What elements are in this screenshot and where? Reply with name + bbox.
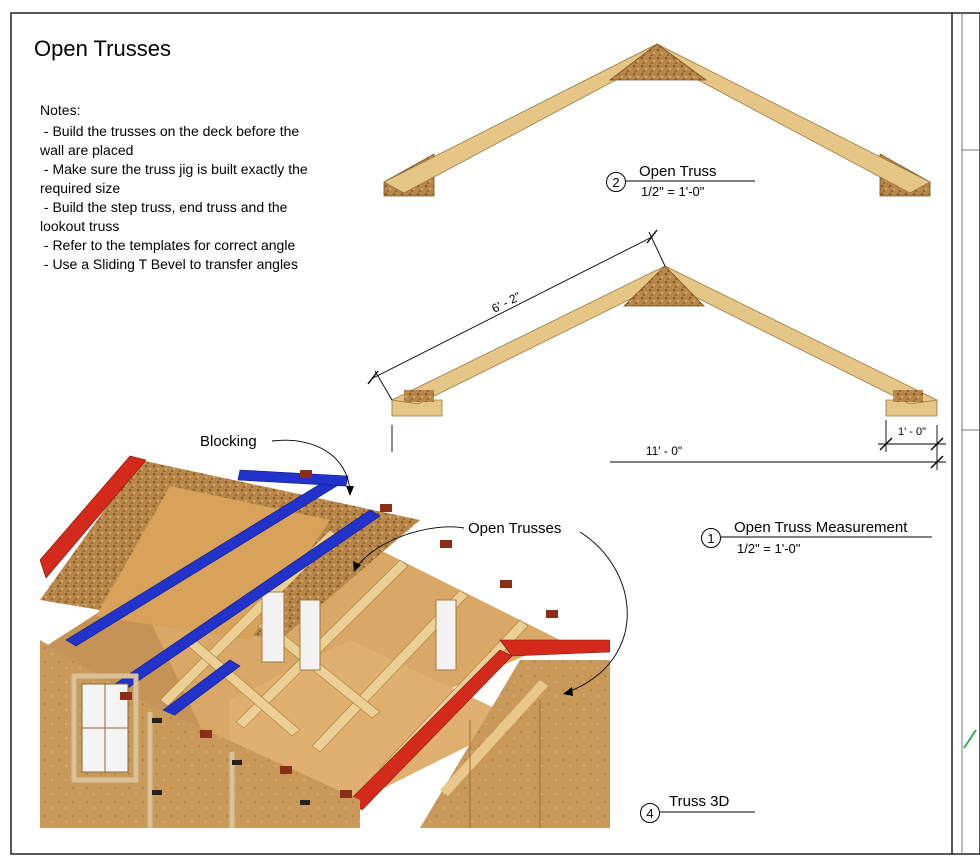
view-title: Open Truss Measurement <box>734 519 908 536</box>
notes-block: Notes: - Build the trusses on the deck b… <box>39 102 308 272</box>
view-number: 2 <box>612 175 619 190</box>
dimension-label-span: 11' - 0" <box>646 444 682 458</box>
notes-line: - Build the trusses on the deck before t… <box>40 123 299 139</box>
sheet-frame <box>10 12 980 855</box>
notes-line: lookout truss <box>40 218 119 234</box>
dimension-rafter <box>367 229 666 401</box>
view-label-open-truss: 2 Open Truss 1/2" = 1'-0" <box>606 163 755 199</box>
view-title: Open Truss <box>639 163 717 180</box>
view-label-truss-measurement: 1 Open Truss Measurement 1/2" = 1'-0" <box>701 519 932 556</box>
dimension-label-rafter: 6' - 2" <box>489 289 523 315</box>
view-number: 1 <box>707 531 714 546</box>
truss-measurement-elevation <box>390 265 939 417</box>
view-scale: 1/2" = 1'-0" <box>641 184 705 199</box>
notes-line: - Refer to the templates for correct ang… <box>40 237 295 253</box>
callout-blocking: Blocking <box>200 433 354 496</box>
notes-line: - Make sure the truss jig is built exact… <box>40 161 308 177</box>
page-title: Open Trusses <box>34 36 171 61</box>
callout-label: Blocking <box>200 433 257 450</box>
view-scale: 1/2" = 1'-0" <box>737 541 801 556</box>
callout-label: Open Trusses <box>468 520 561 537</box>
notes-line: - Use a Sliding T Bevel to transfer angl… <box>40 256 298 272</box>
notes-line: wall are placed <box>39 142 133 158</box>
open-truss-elevation <box>383 43 931 197</box>
view-label-truss-3d: 4 Truss 3D <box>640 793 755 823</box>
notes-line: required size <box>40 180 120 196</box>
dimension-label-heel: 1' - 0" <box>898 426 926 438</box>
truss-3d-render <box>40 452 610 828</box>
notes-line: - Build the step truss, end truss and th… <box>40 199 288 215</box>
callout-open-trusses: Open Trusses <box>353 520 628 696</box>
view-number: 4 <box>646 806 653 821</box>
notes-heading: Notes: <box>40 102 80 118</box>
view-title: Truss 3D <box>669 793 729 810</box>
